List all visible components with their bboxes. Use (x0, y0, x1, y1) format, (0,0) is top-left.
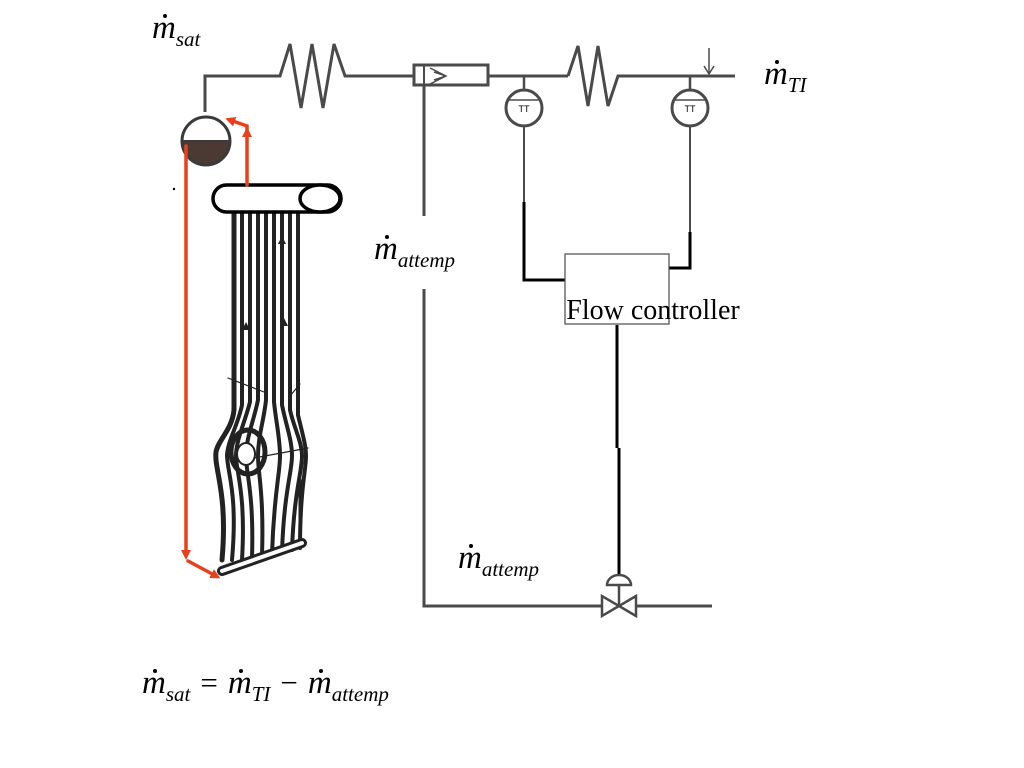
label-m-attemp-upper: mattemp (374, 231, 455, 272)
tt-right-label: TT (685, 104, 696, 114)
eq-term2-subscript: attemp (331, 682, 389, 706)
label-m-ti: mTI (764, 56, 807, 97)
eq-term1-symbol: m (227, 665, 252, 701)
temperature-transmitter-right: TT (670, 76, 710, 128)
control-valve (600, 573, 638, 619)
mass-balance-equation: msat=mTI−mattemp (142, 665, 389, 706)
label-m-sat: msat (152, 10, 201, 51)
attemperator (412, 63, 490, 87)
tt-left-label: TT (519, 104, 530, 114)
eq-lhs-subscript: sat (165, 682, 191, 706)
temperature-transmitter-left: TT (504, 76, 544, 128)
circulation-arrows (181, 116, 252, 579)
label-m-attemp-lower: mattemp (458, 540, 539, 581)
flow-controller-box (564, 253, 670, 325)
steam-drum (180, 115, 232, 167)
eq-term2-symbol: m (307, 665, 332, 701)
boiler-tube-bank (213, 207, 309, 563)
eq-minus: − (280, 665, 298, 700)
main-steam-line (203, 43, 735, 112)
lower-header (217, 538, 307, 576)
eq-term1-subscript: TI (251, 682, 271, 706)
eq-lhs-symbol: m (142, 665, 166, 701)
eq-equals: = (200, 665, 218, 700)
probe-arrow (703, 48, 715, 76)
upper-header (211, 183, 343, 214)
signal-lines (522, 126, 692, 578)
flow-controller-label: Flow controller (566, 295, 740, 326)
